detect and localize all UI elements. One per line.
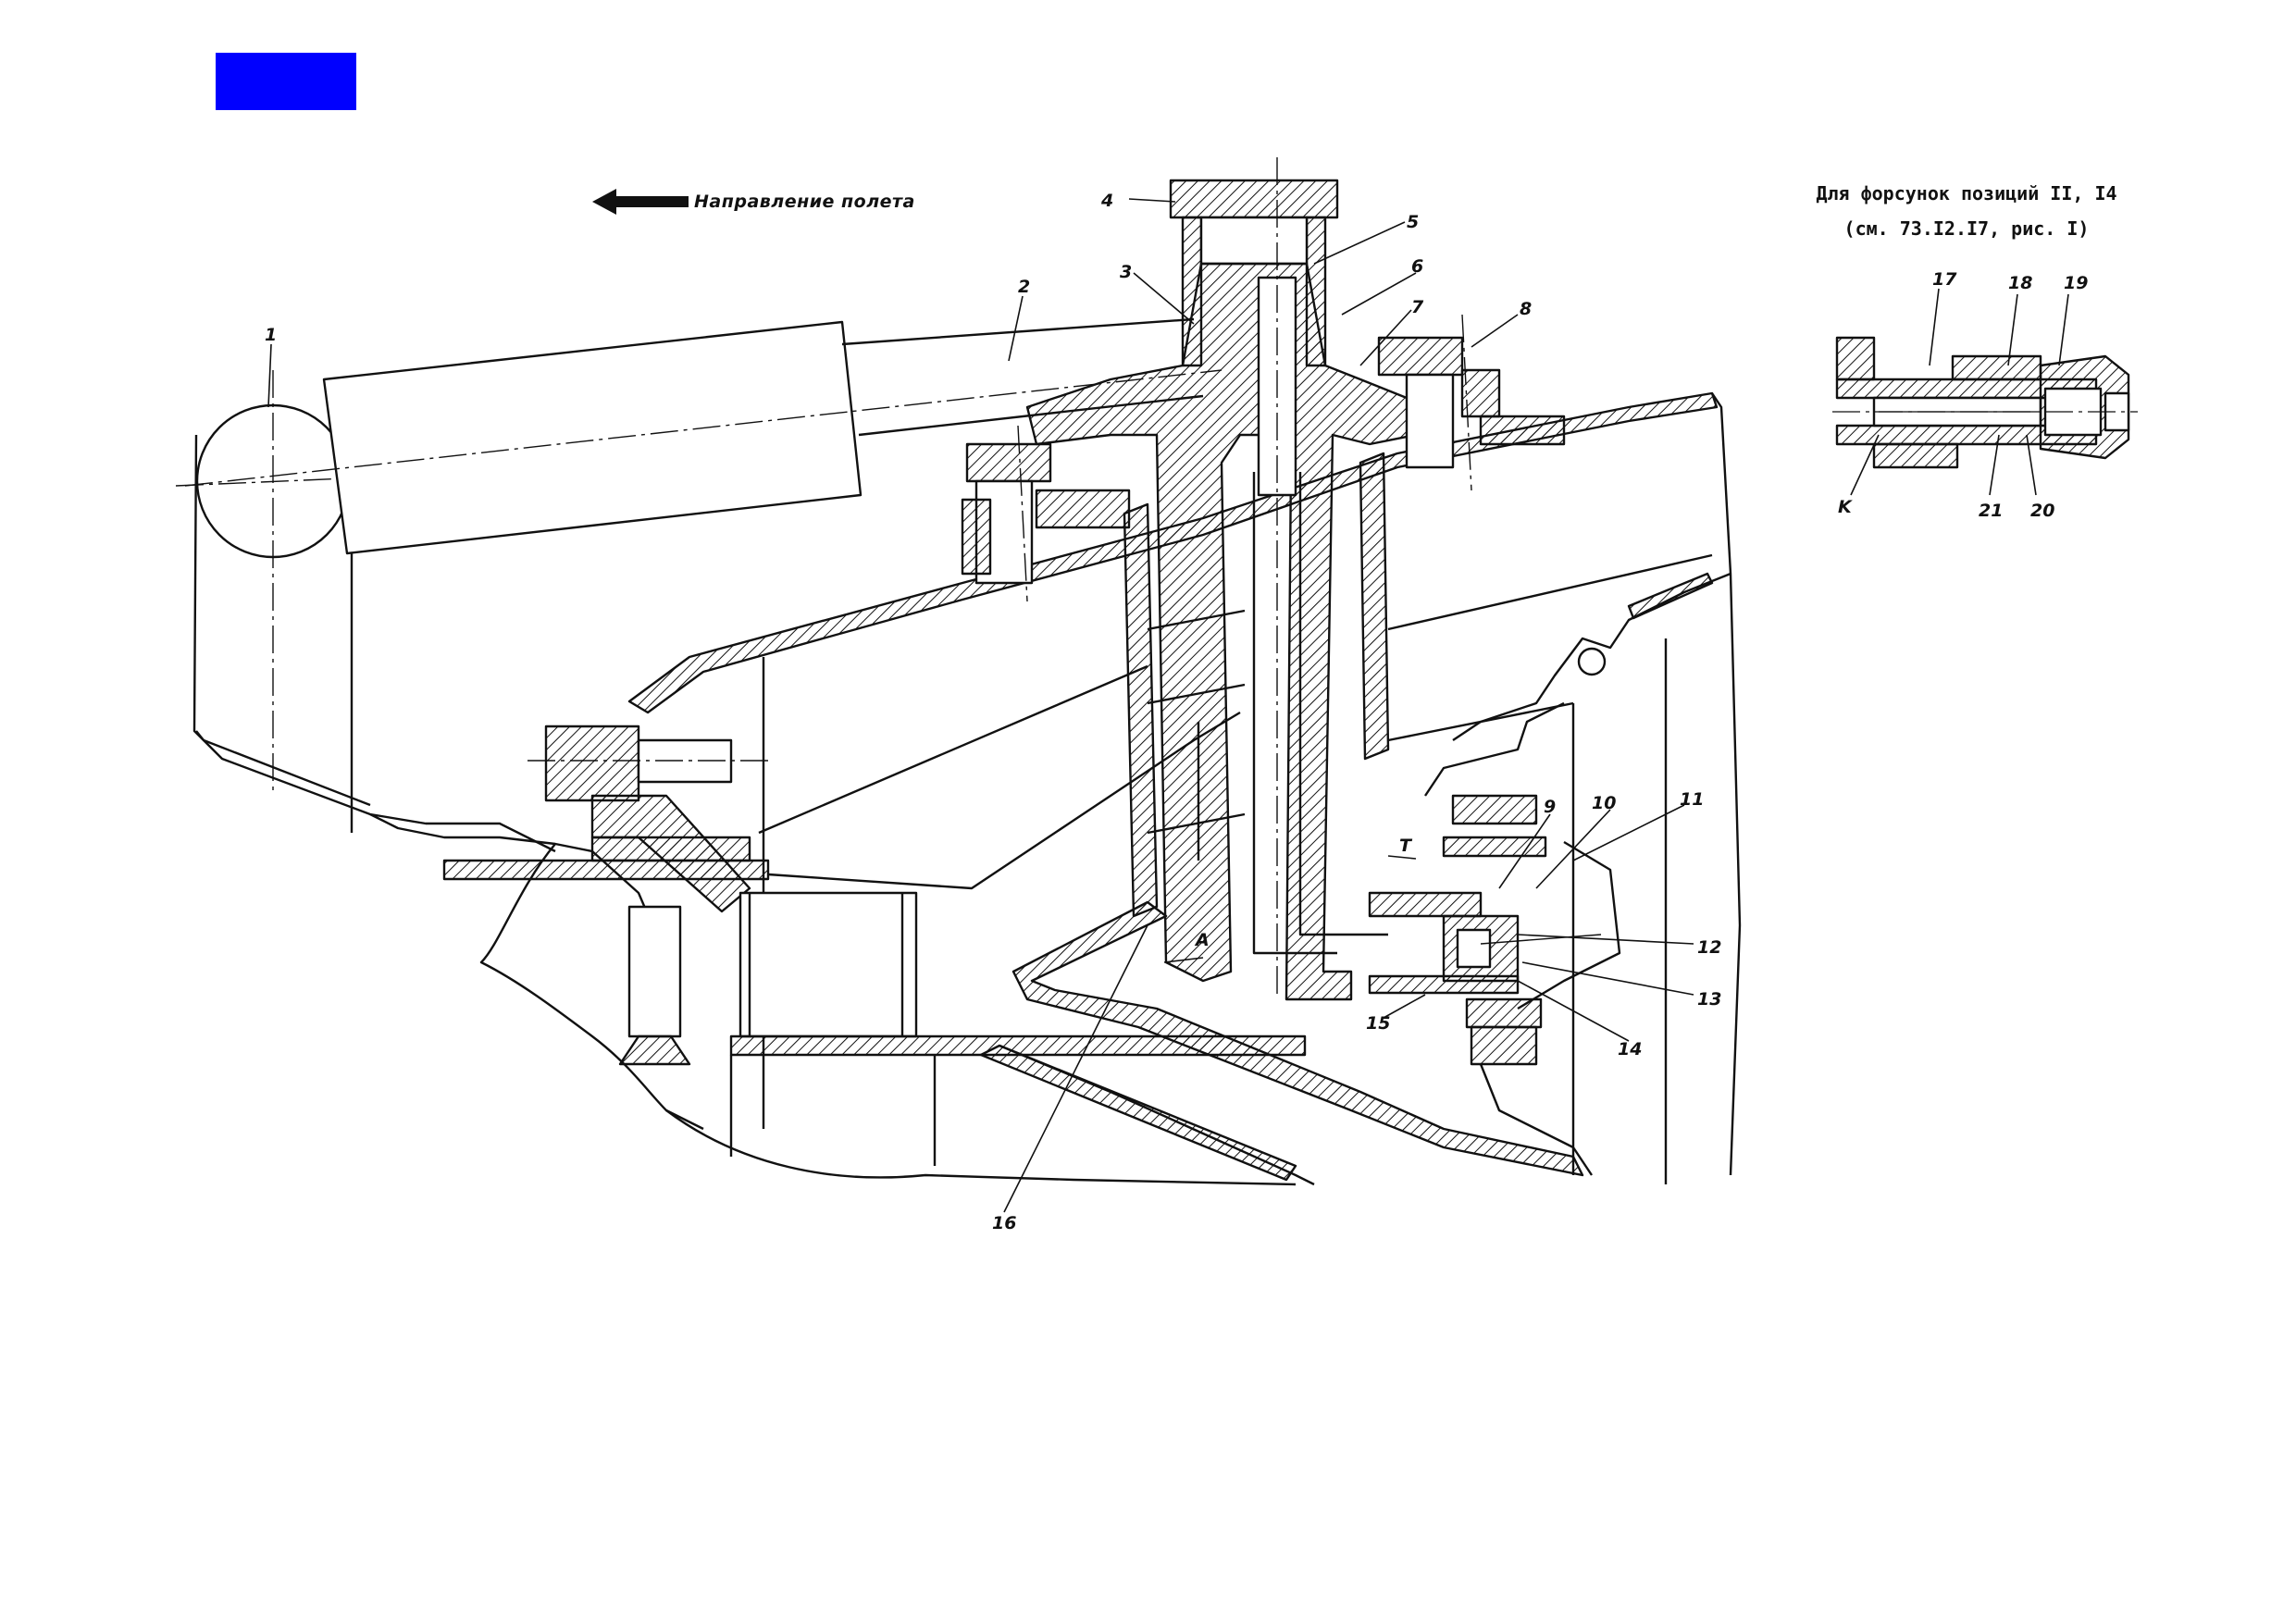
cylinder-body <box>184 317 1222 555</box>
arrow-left-icon <box>592 189 689 215</box>
left-bolt-flange <box>527 725 768 913</box>
inset-note: Для форсунок позиций II, I4 (см. 73.I2.I… <box>1800 176 2133 246</box>
callout-labels: 1 2 3 4 5 6 7 8 9 10 11 12 13 14 15 16 1… <box>265 191 2088 1233</box>
callout-K: K <box>1838 497 1853 517</box>
callout-15: 15 <box>1366 1013 1390 1034</box>
blue-marker-block <box>216 53 356 110</box>
callout-6: 6 <box>1411 256 1423 277</box>
right-tube-wall <box>1359 452 1713 761</box>
nozzle-tip <box>1368 891 1602 995</box>
callout-13: 13 <box>1697 989 1721 1010</box>
callout-21: 21 <box>1979 501 2003 521</box>
callout-10: 10 <box>1592 793 1616 813</box>
leader-lines <box>267 198 1694 1213</box>
nozzle-body <box>1025 157 1418 1001</box>
callout-1: 1 <box>265 325 277 345</box>
right-bolt <box>1377 314 1566 491</box>
callout-A: A <box>1194 930 1210 950</box>
callout-18: 18 <box>2008 273 2032 293</box>
callout-8: 8 <box>1520 299 1532 319</box>
callout-3: 3 <box>1120 262 1132 282</box>
callout-14: 14 <box>1618 1039 1642 1059</box>
callout-11: 11 <box>1680 789 1704 810</box>
flight-direction-indicator: Направление полета <box>592 185 915 218</box>
flight-direction-label: Направление полета <box>694 192 915 212</box>
inset-detail-view <box>1832 288 2138 496</box>
callout-12: 12 <box>1697 937 1721 958</box>
callout-4: 4 <box>1100 191 1113 211</box>
lower-channel <box>442 711 1307 1166</box>
callout-5: 5 <box>1407 212 1419 232</box>
shroud-wall <box>1123 502 1246 918</box>
combustor-liner <box>1424 572 1731 1184</box>
diffuser-cone <box>665 900 1584 1186</box>
callout-17: 17 <box>1932 269 1957 290</box>
callout-9: 9 <box>1544 797 1556 817</box>
callout-2: 2 <box>1018 277 1030 297</box>
inset-note-line2: (см. 73.I2.I7, рис. I) <box>1843 217 2090 240</box>
callout-16: 16 <box>992 1213 1016 1233</box>
inset-note-line1: Для форсунок позиций II, I4 <box>1816 182 2117 204</box>
callout-19: 19 <box>2064 273 2088 293</box>
outer-housing <box>192 434 704 1131</box>
left-nozzle-bolt <box>961 425 1131 602</box>
callout-T: T <box>1399 836 1413 856</box>
callout-7: 7 <box>1411 297 1424 317</box>
callout-20: 20 <box>2030 501 2054 521</box>
